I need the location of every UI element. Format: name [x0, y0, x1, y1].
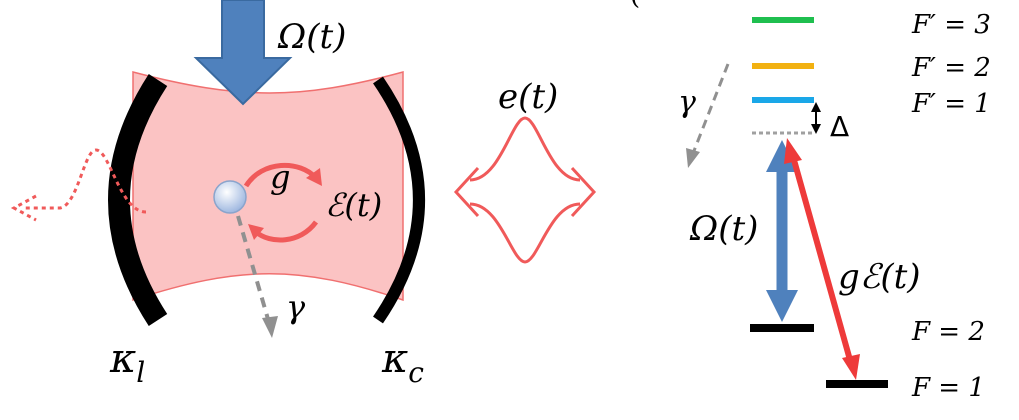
atom-decay-label: γ: [286, 288, 306, 326]
detuning-arrow-bottom: [811, 124, 821, 134]
atom: [213, 180, 247, 214]
coupling-arrow-lower: [254, 220, 319, 243]
field-label: ℰ(t): [325, 186, 382, 224]
output-pulse-bottom: [469, 202, 581, 264]
right-mirror-label: κc: [381, 336, 424, 389]
output-label: e(t): [498, 77, 558, 117]
detuning-label: Δ: [830, 110, 849, 143]
cavity-mode: [132, 71, 404, 302]
excited-decay-arrow-head: [686, 148, 700, 168]
pump-transition-head-top: [766, 140, 798, 172]
excited-decay-label: γ: [678, 85, 696, 120]
atom-decay-arrow: [236, 215, 272, 327]
atom-decay-arrow-head: [262, 316, 278, 338]
level-label-f-2: F = 2: [911, 317, 985, 347]
level-label-fprime-1: F′ = 1: [911, 89, 991, 119]
level-label-fprime-3: F′ = 3: [911, 10, 991, 40]
coupling-arrow-upper: [243, 163, 318, 188]
pump-transition-label: Ω(t): [689, 209, 758, 249]
left-leakage-head: [10, 194, 37, 222]
pump-label: Ω(t): [277, 17, 346, 57]
output-pulse-right-head: [570, 166, 597, 218]
coupling-transition-label: gℰ(t): [838, 257, 921, 297]
coupling-arrow-upper-head: [306, 168, 322, 186]
excited-decay-arrow: [690, 63, 730, 157]
pump-arrow: [193, 0, 293, 106]
level-label-fprime-2: F′ = 2: [911, 53, 991, 83]
level-panel: ( F′ = 3 F′ = 2 F′ = 1 Δ γ: [630, 0, 991, 403]
level-label-f-1: F = 1: [911, 373, 985, 403]
left-mirror: [108, 74, 168, 326]
coupling-transition-head-bottom: [842, 354, 860, 380]
detuning-arrow-top: [811, 102, 821, 112]
output-pulse-left-head: [453, 166, 480, 218]
cavity-panel: Ω(t) g ℰ(t) γ e(t): [10, 0, 597, 389]
coupling-arrow-lower-head: [248, 224, 264, 240]
left-leakage-wave: [22, 148, 147, 214]
coupling-transition-head-top: [784, 138, 802, 164]
panel-letter-fragment: (: [630, 0, 640, 11]
output-pulse-top: [469, 116, 581, 182]
coupling-label: g: [270, 158, 290, 196]
coupling-transition-arrow: [791, 159, 853, 361]
right-mirror: [373, 76, 425, 324]
pump-transition-head-bottom: [766, 290, 798, 322]
left-mirror-label: κl: [109, 336, 145, 389]
